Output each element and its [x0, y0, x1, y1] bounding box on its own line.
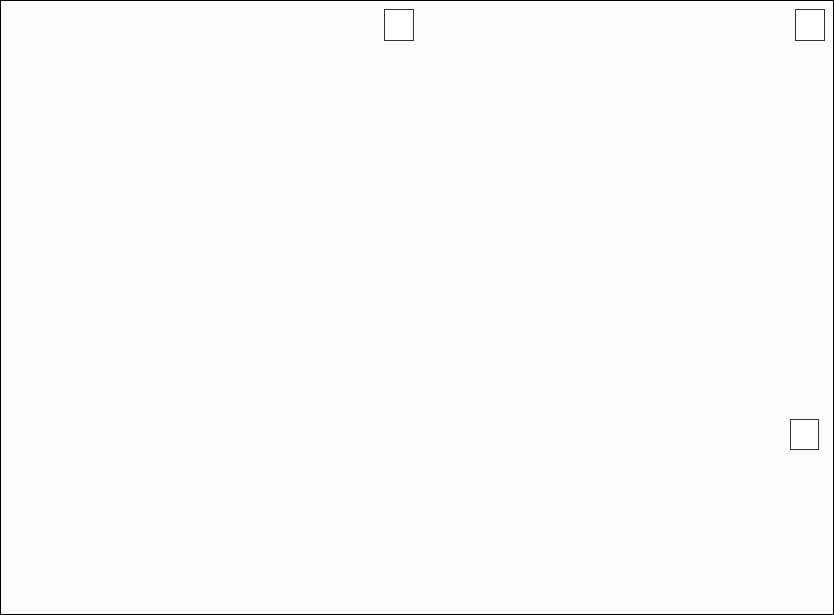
panel-c-label: [790, 419, 819, 450]
panel-a-label: [384, 9, 414, 41]
panel-b-label: [795, 9, 825, 41]
